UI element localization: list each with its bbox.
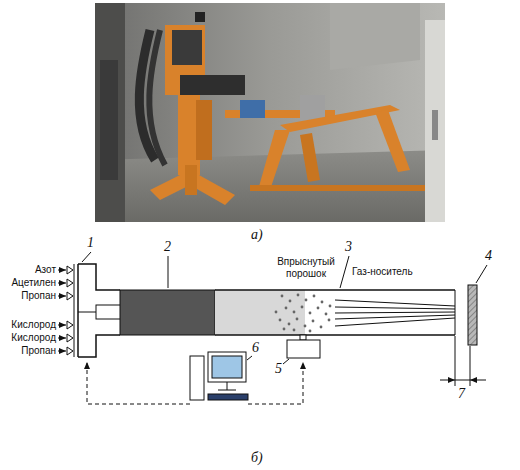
callout-number: 3 — [345, 239, 352, 255]
callout-number: 6 — [252, 340, 259, 356]
callout-number: 1 — [87, 235, 94, 251]
callout-number: 4 — [485, 248, 492, 264]
powder-note: Впрыснутый порошок — [266, 256, 346, 279]
callout-number: 2 — [164, 239, 171, 255]
gas-name: Кислород — [0, 332, 56, 344]
panel-letter: б) — [251, 450, 263, 466]
callout-number: 5 — [275, 361, 282, 377]
gas-name: Азот — [0, 264, 56, 276]
gas-name: Пропан — [0, 290, 56, 302]
gas-name: Пропан — [0, 345, 56, 357]
gas-note: Газ-носитель — [352, 266, 413, 278]
gas-name: Кислород — [0, 319, 56, 331]
panel-letter: а) — [251, 227, 263, 243]
gas-name: Ацетилен — [0, 277, 56, 289]
callout-number: 7 — [458, 386, 465, 402]
